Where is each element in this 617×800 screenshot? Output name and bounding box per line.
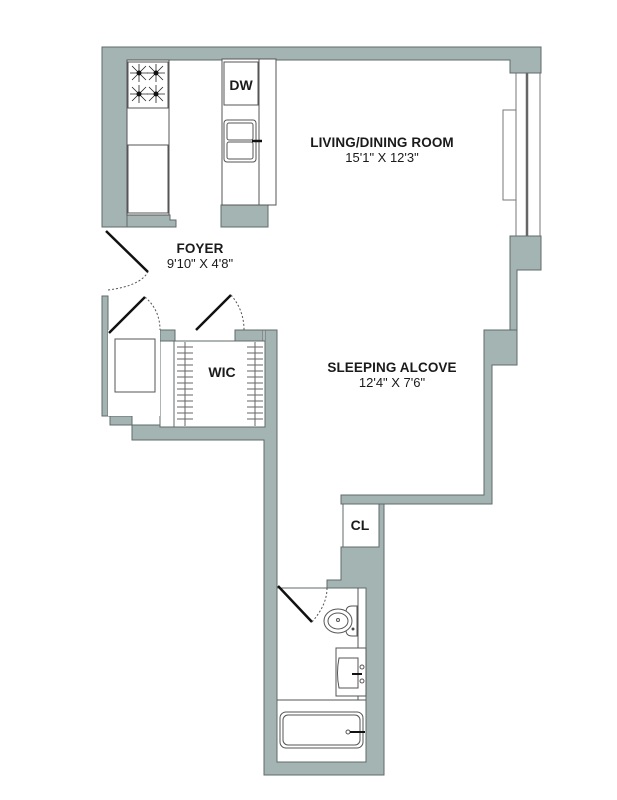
- room-name: SLEEPING ALCOVE: [327, 360, 457, 375]
- room-name: FOYER: [176, 241, 224, 256]
- doors: [105, 230, 313, 623]
- cl-interior: [342, 503, 380, 548]
- room-dimensions: 12'4" X 7'6": [358, 374, 426, 390]
- room-dimensions: 9'10" X 4'8": [166, 255, 234, 271]
- wic-label: WIC: [208, 364, 236, 380]
- linen-door-icon: [108, 296, 146, 334]
- bath-sink-icon: [337, 657, 359, 689]
- room-name: LIVING/DINING ROOM: [310, 135, 454, 150]
- door-swings: [107, 271, 328, 623]
- dishwasher-icon: [223, 61, 259, 106]
- bathroom: [277, 588, 367, 749]
- left-counter-base: [126, 214, 177, 228]
- room-label-sleeping-alcove: SLEEPING ALCOVE 12'4" X 7'6": [327, 360, 456, 390]
- storage-box: [114, 338, 156, 393]
- right-wall-upper: [509, 235, 542, 331]
- windows: [502, 73, 541, 236]
- radiator: [502, 109, 517, 201]
- stove-icon: [127, 61, 169, 109]
- right-wall-lower: [340, 329, 518, 505]
- top-wall: [101, 46, 542, 228]
- wic-interior: [173, 340, 266, 428]
- dishwasher-label: DW: [229, 77, 253, 93]
- room-label-foyer: FOYER 9'10" X 4'8": [167, 241, 233, 271]
- wic-door-icon: [195, 294, 232, 331]
- wic-shelving: [177, 342, 264, 426]
- kitchen: [126, 58, 277, 216]
- interior-fills: [108, 330, 380, 763]
- closet-label: CL: [350, 517, 370, 533]
- right-counter-base: [220, 204, 269, 228]
- entry-door-icon: [105, 230, 149, 273]
- bath-door-icon: [277, 585, 313, 623]
- refrigerator-icon: [127, 144, 169, 214]
- room-dimensions: 15'1" X 12'3": [345, 149, 419, 165]
- room-label-living-dining: LIVING/DINING ROOM 15'1" X 12'3": [310, 135, 454, 165]
